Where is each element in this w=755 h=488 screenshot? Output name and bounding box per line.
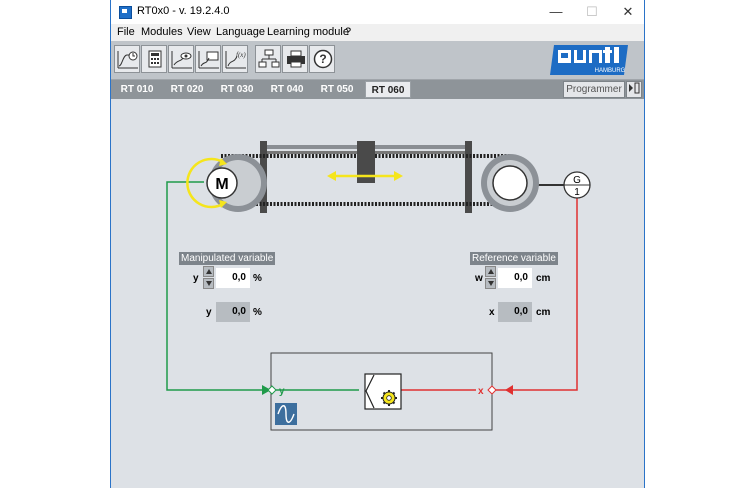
idler-pulley-core <box>492 165 528 201</box>
toolbar: f(x) ? HAMBURG <box>111 41 644 80</box>
output-port <box>267 385 277 395</box>
arrow-down-icon <box>206 281 212 286</box>
application-window: RT0x0 - v. 19.2.4.0 — ☐ ✕ File Modules V… <box>110 0 645 488</box>
window-title: RT0x0 - v. 19.2.4.0 <box>137 5 230 17</box>
generator-label-top: G <box>573 175 581 186</box>
programmer-button[interactable]: Programmer <box>563 81 625 98</box>
tab-rt010[interactable]: RT 010 <box>120 84 154 95</box>
green-signal-line <box>166 181 271 391</box>
step-response-button[interactable] <box>114 45 140 73</box>
tab-rt050[interactable]: RT 050 <box>320 84 354 95</box>
menu-file[interactable]: File <box>117 26 135 38</box>
reference-variable-title: Reference variable <box>470 252 558 265</box>
red-signal-line <box>493 198 578 391</box>
reference-input-field[interactable]: 0,0 <box>498 268 532 288</box>
panel-expand-icon <box>629 82 640 94</box>
arrow-up-icon <box>206 269 212 274</box>
reference-display-value: 0,0 <box>498 302 532 322</box>
printer-icon <box>287 50 305 68</box>
monitor-chart-icon <box>198 51 219 69</box>
gunt-hamburg-logo: HAMBURG <box>550 45 628 75</box>
controller-input-label: x <box>478 386 484 397</box>
maximize-button[interactable]: ☐ <box>586 4 598 19</box>
arrow-down-icon <box>488 281 494 286</box>
plant-diagram: M G 1 y x <box>166 141 591 431</box>
minimize-button[interactable]: — <box>549 4 563 19</box>
manipulated-spinner <box>203 266 214 290</box>
arrow-up-icon <box>488 269 494 274</box>
svg-text:f(x): f(x) <box>236 51 246 59</box>
sine-wave-icon <box>277 405 295 423</box>
print-button[interactable] <box>282 45 308 73</box>
manipulated-decrement-button[interactable] <box>203 278 214 289</box>
eye-chart-icon <box>171 51 192 69</box>
slide-carriage <box>357 141 375 183</box>
motor-symbol <box>206 167 238 199</box>
reference-spinner <box>485 266 496 290</box>
tab-rt040[interactable]: RT 040 <box>270 84 304 95</box>
tab-rt020[interactable]: RT 020 <box>170 84 204 95</box>
reference-display-unit: cm <box>536 307 551 318</box>
rotation-arrow <box>186 157 224 209</box>
step-response-icon <box>117 51 138 69</box>
tab-rt030[interactable]: RT 030 <box>220 84 254 95</box>
gear-icon <box>381 390 397 406</box>
generator-label-bottom: 1 <box>574 187 580 198</box>
reference-input-name: w <box>475 273 483 284</box>
network-icon <box>258 49 280 68</box>
module-tab-bar: RT 010 RT 020 RT 030 RT 040 RT 050 RT 06… <box>111 80 644 99</box>
controller-output-label: y <box>279 386 285 397</box>
title-bar: RT0x0 - v. 19.2.4.0 — ☐ ✕ <box>111 0 644 24</box>
motor-label: M <box>215 176 228 193</box>
svg-text:?: ? <box>319 52 326 66</box>
menu-learning-module[interactable]: Learning module <box>267 26 349 38</box>
reference-display-name: x <box>489 307 495 318</box>
close-button[interactable]: ✕ <box>622 4 634 19</box>
green-arrow-head <box>262 385 271 395</box>
tab-rt060[interactable]: RT 060 <box>365 81 411 98</box>
reference-decrement-button[interactable] <box>485 278 496 289</box>
motion-arrow-left <box>327 171 336 181</box>
manipulated-variable-title: Manipulated variable <box>179 252 276 265</box>
help-button[interactable]: ? <box>309 45 335 73</box>
red-arrow-head <box>505 385 513 395</box>
programmer-toggle-button[interactable] <box>626 81 642 98</box>
calculator-icon <box>148 50 162 68</box>
reference-input-unit: cm <box>536 273 551 284</box>
manipulated-increment-button[interactable] <box>203 266 214 277</box>
help-icon: ? <box>313 49 333 69</box>
input-port <box>487 385 497 395</box>
controller-element[interactable] <box>364 373 402 410</box>
network-button[interactable] <box>255 45 281 73</box>
observe-button[interactable] <box>168 45 194 73</box>
app-icon <box>119 6 132 19</box>
right-end-plate <box>465 141 472 213</box>
manipulated-input-unit: % <box>253 273 262 284</box>
svg-text:HAMBURG: HAMBURG <box>595 68 626 74</box>
menu-bar: File Modules View Language Learning modu… <box>111 24 644 41</box>
manipulated-display-name: y <box>206 307 212 318</box>
manipulated-display-unit: % <box>253 307 262 318</box>
calculator-button[interactable] <box>141 45 167 73</box>
reference-increment-button[interactable] <box>485 266 496 277</box>
manipulated-input-field[interactable]: 0,0 <box>216 268 250 288</box>
function-button[interactable]: f(x) <box>222 45 248 73</box>
menu-language[interactable]: Language <box>216 26 265 38</box>
manipulated-input-name: y <box>193 273 199 284</box>
manipulated-display-value: 0,0 <box>216 302 250 322</box>
menu-view[interactable]: View <box>187 26 211 38</box>
motion-arrow-right <box>394 171 403 181</box>
menu-modules[interactable]: Modules <box>141 26 183 38</box>
monitor-button[interactable] <box>195 45 221 73</box>
menu-help[interactable]: ? <box>345 26 352 38</box>
function-chart-icon: f(x) <box>225 51 246 69</box>
